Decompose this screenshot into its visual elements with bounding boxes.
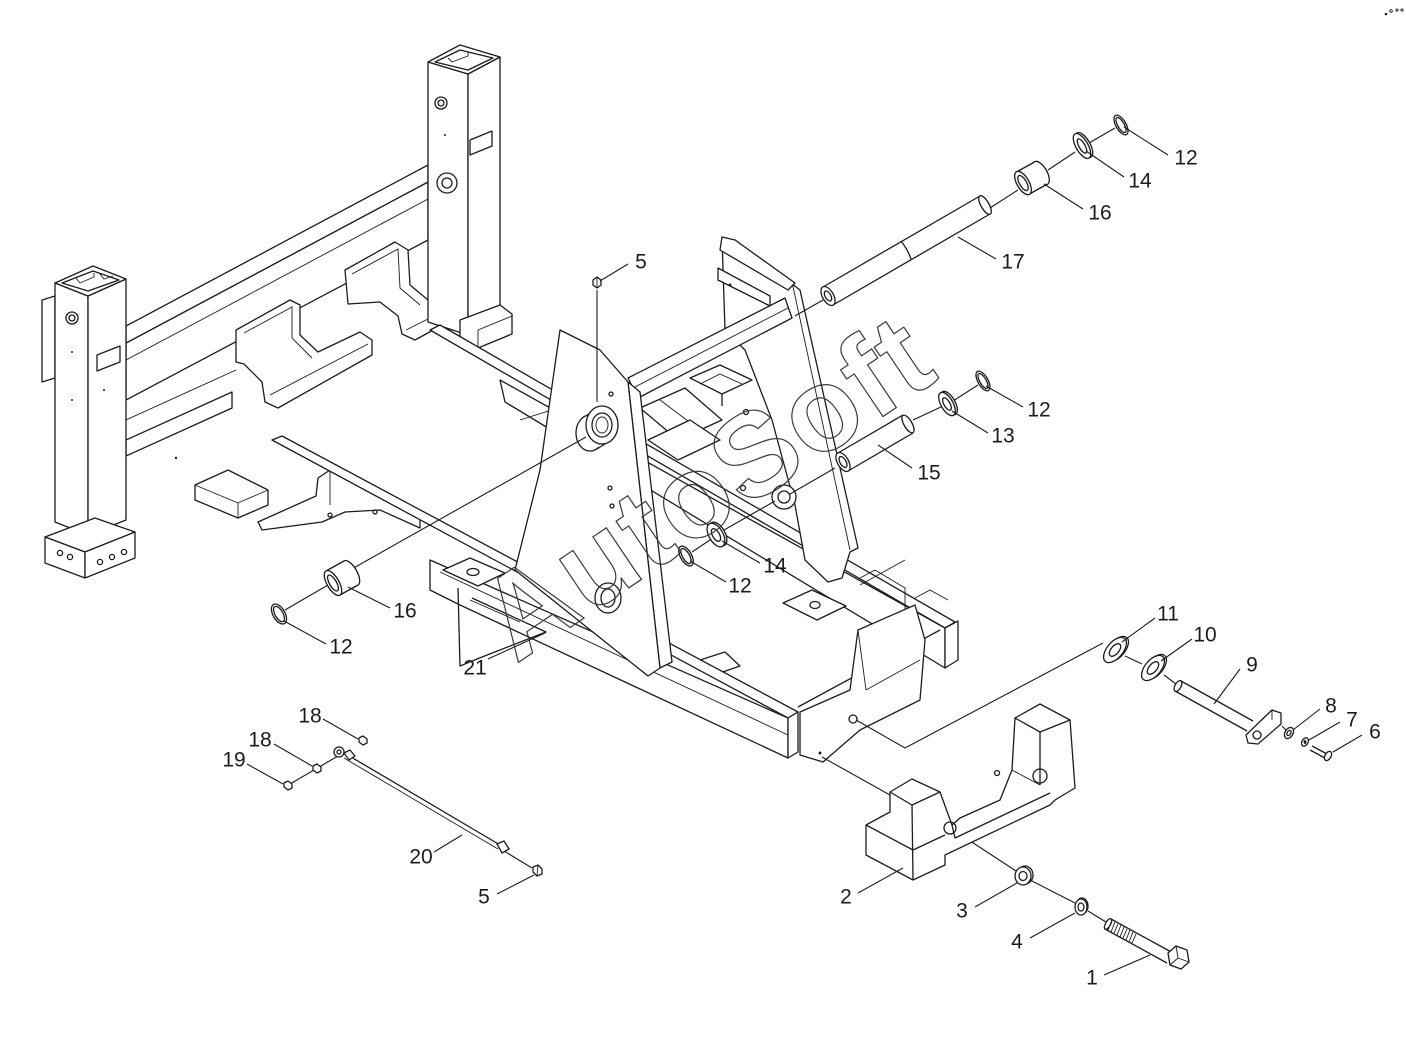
callout-label: 17: [1001, 251, 1024, 274]
callout-label: 5: [635, 251, 647, 274]
callout-label: 12: [1174, 147, 1197, 170]
callout-label: 12: [329, 636, 352, 659]
nut-5-top: [592, 276, 602, 289]
retaining-ring-12-left: [270, 603, 288, 625]
callout-label: 7: [1346, 709, 1358, 732]
callout-label: 13: [991, 425, 1014, 448]
callout-label: 12: [1027, 399, 1050, 422]
nut-19: [283, 780, 293, 791]
callout-label: 14: [763, 555, 787, 578]
hitch-block-2: [865, 703, 1076, 881]
callout-label: 16: [393, 600, 416, 623]
bracket-21: [442, 557, 547, 667]
main-chassis: [257, 236, 959, 763]
callout-label: 12: [728, 575, 751, 598]
callout-label: 4: [1011, 931, 1023, 954]
callout-label: 21: [463, 657, 486, 680]
cable-20: [333, 746, 510, 854]
lock-washer-7: [1300, 737, 1310, 747]
washer-3: [1014, 865, 1034, 886]
callout-label: 16: [1088, 202, 1111, 225]
callout-label: 20: [409, 846, 432, 869]
nut-5-lower: [532, 864, 543, 877]
retaining-ring-12-lower: [678, 545, 694, 567]
right-post: [427, 44, 513, 349]
washer-11: [1102, 635, 1130, 664]
bolt-1: [1103, 917, 1190, 970]
callout-label: 11: [1157, 603, 1179, 626]
corner-mark: [1384, 8, 1404, 16]
pin-9: [1173, 679, 1282, 745]
callout-labels: 12 14 16 17 5 12 13 15 14 12 16 12 21 11…: [222, 147, 1381, 990]
retaining-ring-12-mid: [975, 370, 991, 392]
pin-17: [820, 195, 992, 307]
inner-brackets: [639, 364, 847, 676]
nut-18-lower: [312, 763, 322, 774]
callout-label: 15: [917, 462, 940, 485]
washer-13: [938, 390, 958, 417]
washer-14-lower: [706, 521, 728, 548]
callout-label: 6: [1369, 721, 1381, 744]
bushing-16-left: [323, 559, 361, 597]
rear-frame: [41, 44, 513, 579]
nut-18-upper: [358, 735, 368, 746]
retaining-ring-12-top: [1113, 114, 1129, 136]
alignment-lines: [284, 127, 1287, 923]
left-post: [41, 265, 127, 536]
washer-14-top: [1072, 131, 1094, 160]
leader-lines: [246, 126, 1363, 976]
callout-label: 2: [840, 886, 852, 909]
washer-10: [1140, 653, 1168, 682]
callout-label: 18: [298, 705, 321, 728]
bolt-6: [1309, 745, 1333, 762]
left-upright-plate: [514, 329, 673, 677]
callout-label: 14: [1128, 170, 1152, 193]
callout-label: 18: [248, 729, 271, 752]
callout-label: 8: [1325, 695, 1337, 718]
pin-15: [835, 414, 915, 473]
lock-washer-4: [1074, 897, 1089, 916]
callout-label: 5: [478, 886, 490, 909]
saddle-bracket-left: [235, 299, 373, 409]
callout-label: 19: [222, 749, 245, 772]
callout-label: 10: [1193, 624, 1216, 647]
left-post-base: [44, 517, 136, 579]
callout-label: 3: [956, 900, 968, 923]
callout-label: 9: [1246, 654, 1258, 677]
front-crossmember: [797, 604, 941, 763]
bushing-16-top: [1014, 160, 1050, 196]
washer-8: [1283, 726, 1295, 740]
callout-label: 1: [1086, 967, 1098, 990]
